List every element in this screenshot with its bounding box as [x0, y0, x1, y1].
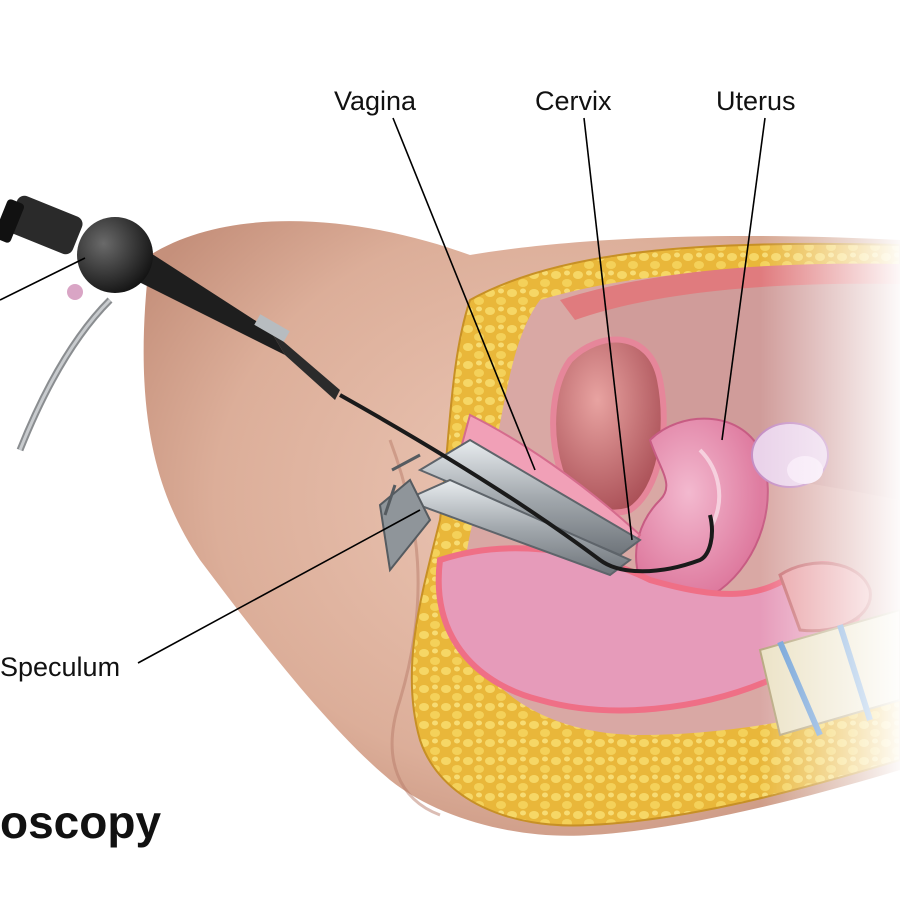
leader-lines: [0, 117, 766, 664]
cross-section: [410, 230, 900, 850]
leader-cervix: [583, 117, 633, 541]
leader-uterus: [721, 117, 766, 441]
label-speculum: Speculum: [0, 652, 120, 682]
leader-speculum: [137, 509, 421, 664]
leader-scope: [0, 257, 86, 301]
label-uterus: Uterus: [716, 86, 796, 116]
label-cervix: Cervix: [535, 86, 612, 116]
leader-vagina: [392, 117, 536, 471]
label-vagina: Vagina: [334, 86, 417, 116]
hysteroscope: [0, 195, 714, 574]
diagram-title: oscopy: [0, 796, 161, 848]
